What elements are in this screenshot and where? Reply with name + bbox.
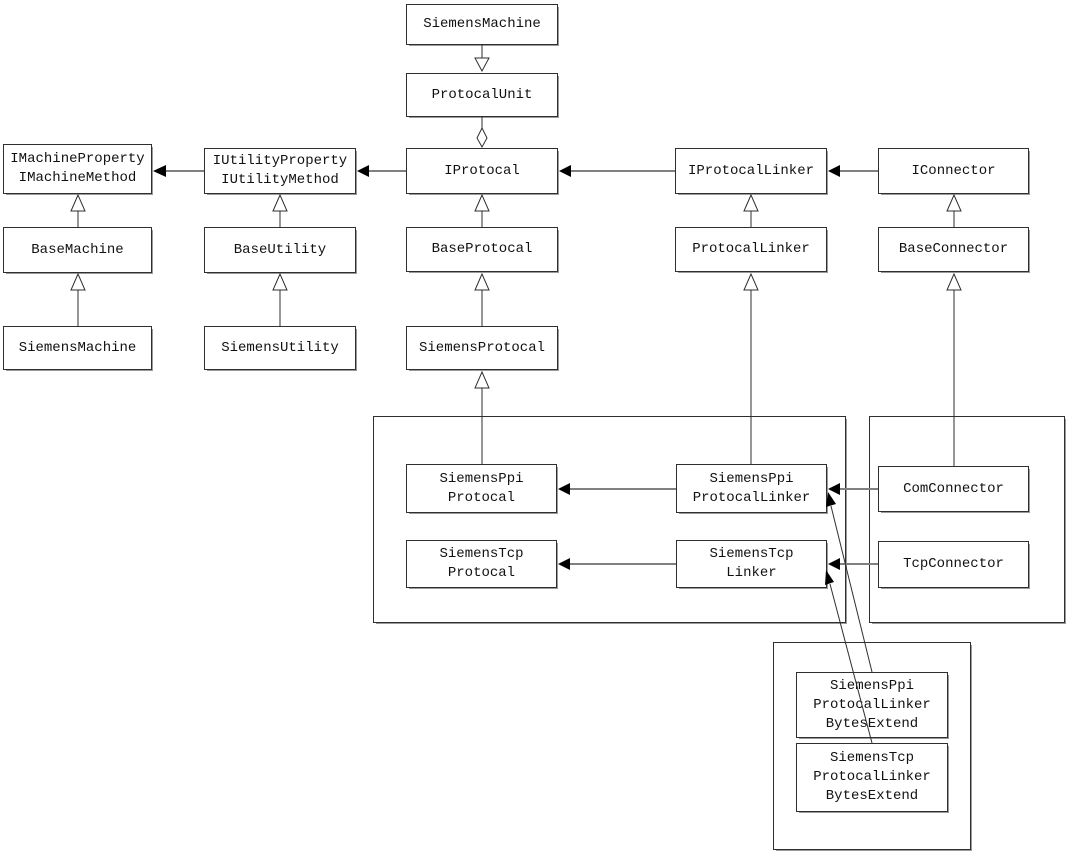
- node-siemens-protocal-label: SiemensProtocal: [418, 339, 546, 356]
- node-base-machine-label: BaseMachine: [31, 241, 124, 258]
- node-protocal-linker[interactable]: ProtocalLinker: [675, 227, 827, 272]
- edge-iprotocal-iutility: [357, 165, 406, 177]
- node-base-utility-label: BaseUtility: [233, 241, 327, 258]
- node-siemens-ppi-protocal-linker-label: SiemensPpi ProtocalLinker: [692, 470, 811, 506]
- group-connectors[interactable]: [869, 416, 1065, 623]
- node-base-connector[interactable]: BaseConnector: [878, 227, 1029, 272]
- node-siemens-utility[interactable]: SiemensUtility: [204, 326, 356, 370]
- edge-baseutility-iutility: [272, 193, 288, 227]
- node-siemens-tcp-protocal[interactable]: SiemensTcp Protocal: [406, 540, 557, 588]
- generalization-arrowhead-icon: [474, 370, 490, 389]
- node-siemens-machine[interactable]: SiemensMachine: [3, 326, 152, 370]
- node-siemens-ppi-protocal-linker[interactable]: SiemensPpi ProtocalLinker: [676, 464, 827, 513]
- generalization-arrowhead-icon: [272, 272, 288, 291]
- edge-baseconnector-iconnector: [946, 193, 962, 227]
- node-ppi-bytes-extend-label: SiemensPpi ProtocalLinker BytesExtend: [813, 677, 931, 732]
- node-siemens-tcp-protocal-label: SiemensTcp Protocal: [439, 546, 524, 581]
- node-tcp-connector[interactable]: TcpConnector: [878, 541, 1029, 588]
- generalization-arrowhead-icon: [474, 272, 490, 291]
- generalization-arrowhead-icon: [743, 193, 759, 212]
- edge-iprotocallinker-iprotocal: [559, 165, 675, 177]
- generalization-arrowhead-icon: [743, 272, 759, 291]
- node-siemens-protocal[interactable]: SiemensProtocal: [406, 326, 558, 370]
- node-base-protocal[interactable]: BaseProtocal: [406, 227, 558, 272]
- node-siemens-ppi-protocal-label: SiemensPpi Protocal: [439, 470, 524, 506]
- node-iprotocal-label: IProtocal: [444, 162, 520, 179]
- node-base-utility[interactable]: BaseUtility: [204, 227, 356, 273]
- node-siemens-machine-top-label: SiemensMachine: [423, 16, 541, 32]
- node-tcp-connector-label: TcpConnector: [903, 556, 1004, 572]
- generalization-arrowhead-icon: [474, 57, 490, 73]
- node-protocal-linker-label: ProtocalLinker: [692, 241, 810, 257]
- node-siemens-machine-label: SiemensMachine: [18, 339, 137, 356]
- node-siemens-ppi-protocal[interactable]: SiemensPpi Protocal: [406, 464, 557, 513]
- aggregation-diamond-icon: [476, 126, 488, 149]
- edge-siemensprotocal-baseprotocal: [474, 272, 490, 326]
- edge-siemensmachine-protocalunit: [474, 45, 490, 73]
- node-iconnector[interactable]: IConnector: [878, 148, 1029, 194]
- node-base-protocal-label: BaseProtocal: [431, 241, 533, 257]
- filled-arrowhead-icon: [153, 165, 166, 177]
- generalization-arrowhead-icon: [70, 193, 86, 212]
- generalization-arrowhead-icon: [70, 272, 86, 291]
- node-iprotocal-linker-label: IProtocalLinker: [687, 162, 815, 179]
- node-imachine[interactable]: IMachineProperty IMachineMethod: [3, 144, 152, 194]
- node-siemens-machine-top[interactable]: SiemensMachine: [406, 4, 558, 45]
- edge-iconnector-iprotocallinker: [828, 165, 878, 177]
- node-iutility[interactable]: IUtilityProperty IUtilityMethod: [204, 148, 356, 194]
- node-siemens-tcp-protocal-linker-bytes-extend[interactable]: SiemensTcp ProtocalLinker BytesExtend: [796, 743, 948, 812]
- node-iconnector-label: IConnector: [911, 162, 996, 179]
- node-iprotocal[interactable]: IProtocal: [406, 148, 558, 194]
- filled-arrowhead-icon: [828, 165, 840, 177]
- generalization-arrowhead-icon: [946, 193, 962, 212]
- node-siemens-ppi-protocal-linker-bytes-extend[interactable]: SiemensPpi ProtocalLinker BytesExtend: [796, 672, 948, 738]
- edge-protocalunit-iprotocal: [476, 117, 488, 149]
- filled-arrowhead-icon: [559, 165, 571, 177]
- node-base-connector-label: BaseConnector: [898, 241, 1009, 257]
- node-iutility-label: IUtilityProperty IUtilityMethod: [212, 153, 348, 188]
- edge-siemensmachine-basemachine: [70, 272, 86, 326]
- node-siemens-utility-label: SiemensUtility: [221, 339, 339, 356]
- group-siemens-protocal-linkers[interactable]: [373, 416, 846, 623]
- node-imachine-label: IMachineProperty IMachineMethod: [10, 151, 145, 186]
- filled-arrowhead-icon: [357, 165, 369, 177]
- node-base-machine[interactable]: BaseMachine: [3, 227, 152, 273]
- edge-iutility-imachine: [153, 165, 204, 177]
- node-tcp-bytes-extend-label: SiemensTcp ProtocalLinker BytesExtend: [813, 750, 931, 804]
- edge-baseprotocal-iprotocal: [474, 193, 490, 227]
- node-siemens-tcp-linker[interactable]: SiemensTcp Linker: [676, 540, 827, 588]
- node-iprotocal-linker[interactable]: IProtocalLinker: [675, 148, 827, 194]
- node-protocal-unit[interactable]: ProtocalUnit: [406, 73, 558, 117]
- generalization-arrowhead-icon: [474, 193, 490, 212]
- node-com-connector-label: ComConnector: [903, 480, 1004, 497]
- node-siemens-tcp-linker-label: SiemensTcp Linker: [709, 546, 794, 581]
- edge-siemensutility-baseutility: [272, 272, 288, 326]
- generalization-arrowhead-icon: [272, 193, 288, 212]
- edge-basemachine-imachine: [70, 193, 86, 227]
- node-com-connector[interactable]: ComConnector: [878, 466, 1029, 512]
- generalization-arrowhead-icon: [946, 272, 962, 291]
- edge-protocallinker-iprotocallinker: [743, 193, 759, 227]
- node-protocal-unit-label: ProtocalUnit: [431, 86, 533, 103]
